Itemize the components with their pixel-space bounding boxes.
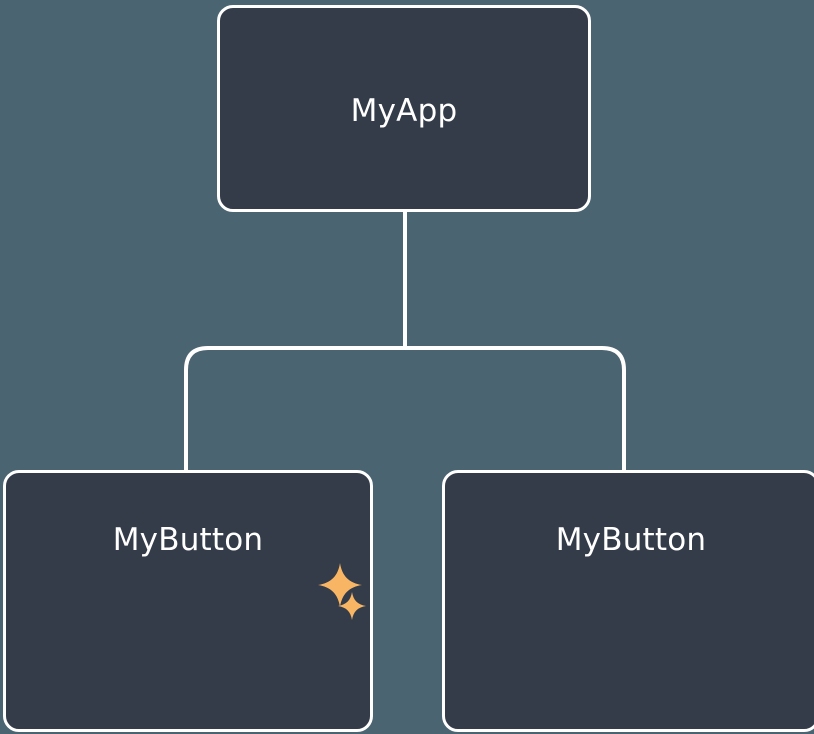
component-node-mybutton-right[interactable]: MyButton: [442, 470, 814, 732]
sparkle-icon-small: [338, 592, 366, 620]
node-title-mybutton-left: MyButton: [112, 522, 264, 558]
sparkle-icon: [318, 563, 362, 607]
component-node-myapp[interactable]: MyApp: [217, 5, 591, 212]
component-node-mybutton-left[interactable]: MyButton: [3, 470, 373, 732]
node-title-mybutton-right: MyButton: [555, 522, 707, 558]
connector-branch-bar: [184, 346, 626, 470]
node-title-myapp: MyApp: [350, 93, 458, 129]
